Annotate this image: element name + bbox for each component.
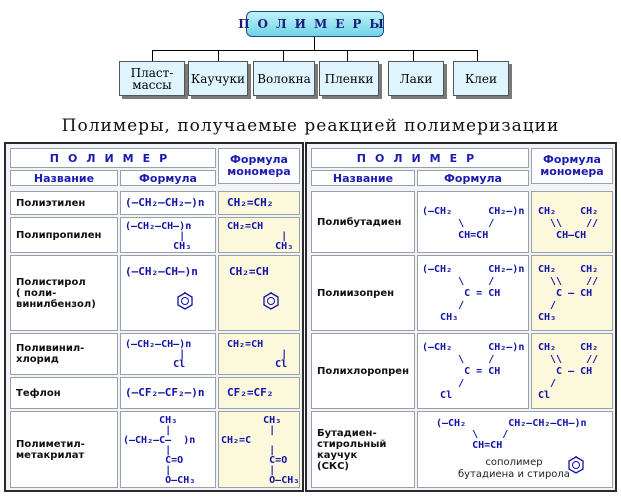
polymer-name: Полиэтилен bbox=[10, 191, 118, 215]
polymer-formula: (–CH₂–CH₂–)n bbox=[120, 191, 216, 215]
header-name: Название bbox=[311, 170, 415, 186]
monomer-formula: CH₂ CH₂ \\ // C – CH / CH₃ bbox=[531, 255, 613, 331]
polymer-name: Полибутадиен bbox=[311, 191, 415, 253]
polymer-formula: (–CF₂–CF₂–)n bbox=[120, 377, 216, 409]
copolymer-formula: (–CH₂ CH₂–CH₂–CH–)n \ / CH=CH сополимер … bbox=[417, 411, 613, 488]
tree-leg bbox=[477, 50, 478, 61]
benzene-ring-icon bbox=[568, 456, 584, 474]
polymer-formula: (–CH₂–CH–)n | CH₃ bbox=[120, 217, 216, 253]
category-plastics: Пласт- массы bbox=[119, 61, 185, 96]
benzene-ring-icon bbox=[177, 292, 193, 310]
header-formula: Формула bbox=[120, 170, 216, 186]
header-formula: Формула bbox=[417, 170, 529, 186]
tree-leg bbox=[283, 50, 284, 61]
tree-leg bbox=[152, 50, 153, 61]
polymer-name: Бутадиен- стирольный каучук (СКС) bbox=[311, 411, 415, 488]
polymer-formula: (–CH₂ CH₂–)n \ / C = CH / Cl bbox=[417, 333, 529, 409]
category-glues: Клеи bbox=[453, 61, 509, 96]
tree-leg bbox=[413, 50, 414, 61]
polymer-name: Полиметил- метакрилат bbox=[10, 411, 118, 488]
monomer-formula: CH₂=CH₂ bbox=[218, 191, 300, 215]
copolymer-caption: сополимер бутадиена и стирола bbox=[458, 457, 570, 480]
monomer-formula: CH₃ | CH₂=C | C=O | O–CH₃ bbox=[218, 411, 300, 488]
tree-leg bbox=[218, 50, 219, 61]
header-polymer: ПОЛИМЕР bbox=[311, 148, 529, 168]
polymer-name: Полиизопрен bbox=[311, 255, 415, 331]
benzene-ring-icon bbox=[263, 292, 279, 310]
polymer-formula: (–CH₂ CH₂–)n \ / C = CH / CH₃ bbox=[417, 255, 529, 331]
polymer-name: Поливинил- хлорид bbox=[10, 333, 118, 375]
monomer-formula: CH₂ CH₂ \\ // CH–CH bbox=[531, 191, 613, 253]
polymers-root-box: ПОЛИМЕРЫ bbox=[238, 11, 384, 37]
category-varnishes: Лаки bbox=[388, 61, 444, 96]
monomer-formula: CH₂ CH₂ \\ // C – CH / Cl bbox=[531, 333, 613, 409]
polymer-formula: (–CH₂ CH₂–)n \ / CH=CH bbox=[417, 191, 529, 253]
polymer-formula: (–CH₂–CH–)n | Cl bbox=[120, 333, 216, 375]
polymer-formula: CH₃ | (–CH₂–C– )n | C=O | O–CH₃ bbox=[120, 411, 216, 488]
tree-leg bbox=[347, 50, 348, 61]
header-name: Название bbox=[10, 170, 118, 186]
monomer-formula: CH₂=CH bbox=[218, 255, 300, 331]
right-table: ПОЛИМЕР Формула мономера Название Формул… bbox=[305, 142, 617, 492]
monomer-formula: CH₂=CH | Cl bbox=[218, 333, 300, 375]
polymer-name: Полихлоропрен bbox=[311, 333, 415, 409]
category-fibers: Волокна bbox=[253, 61, 315, 96]
page-subtitle: Полимеры, получаемые реакцией полимериза… bbox=[61, 116, 560, 136]
header-monomer: Формула мономера bbox=[531, 148, 613, 184]
monomer-formula: CH₂=CH | CH₃ bbox=[218, 217, 300, 253]
left-table: ПОЛИМЕР Формула мономера Название Формул… bbox=[4, 142, 304, 492]
tree-trunk bbox=[314, 37, 315, 50]
polymer-name: Тефлон bbox=[10, 377, 118, 409]
polymer-formula: (–CH₂–CH–)n bbox=[120, 255, 216, 331]
polymer-name: Полипропилен bbox=[10, 217, 118, 253]
header-monomer: Формула мономера bbox=[218, 148, 300, 184]
tree-branch bbox=[152, 50, 477, 51]
category-rubbers: Каучуки bbox=[188, 61, 248, 96]
header-polymer: ПОЛИМЕР bbox=[10, 148, 216, 168]
monomer-formula: CF₂=CF₂ bbox=[218, 377, 300, 409]
category-films: Пленки bbox=[319, 61, 379, 96]
polymer-name: Полистирол ( поли- винилбензол) bbox=[10, 255, 118, 331]
